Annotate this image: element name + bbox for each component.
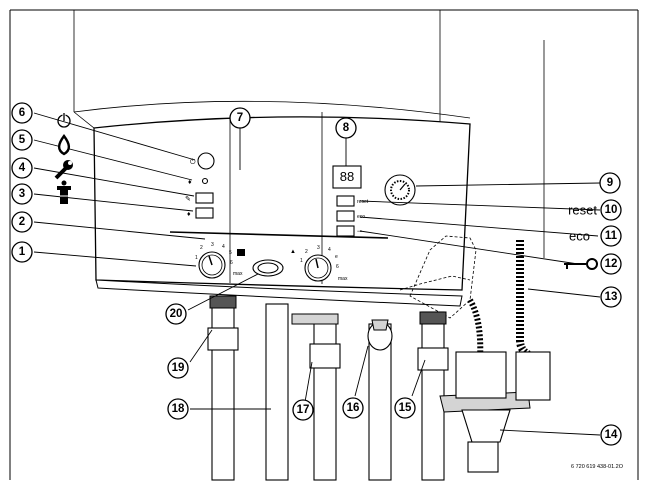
radiator-symbol bbox=[237, 249, 245, 256]
key-lock-button[interactable] bbox=[336, 225, 355, 237]
callout-10-number: 10 bbox=[605, 204, 618, 216]
wrench-symbol: ✎ bbox=[185, 196, 191, 203]
flame-symbol: ♦ bbox=[188, 179, 192, 186]
siphon-funnel bbox=[439, 351, 551, 473]
callout-8: 8 bbox=[335, 117, 357, 139]
callout-4-number: 4 bbox=[19, 162, 26, 174]
knob-right-scale-3: 3 bbox=[317, 245, 320, 251]
callout-6-number: 6 bbox=[19, 107, 25, 119]
callout-2-number: 2 bbox=[19, 216, 25, 228]
reference-code: 6 720 619 438-01.2O bbox=[571, 464, 624, 470]
service-socket bbox=[252, 259, 284, 277]
callout-3: 3 bbox=[11, 183, 33, 205]
callout-4: 4 bbox=[11, 157, 33, 179]
burner-indicator-lamp bbox=[201, 177, 209, 185]
callout-2: 2 bbox=[11, 211, 33, 233]
eco-label: eco bbox=[569, 229, 590, 244]
knob-right-scale-e: e bbox=[335, 254, 338, 260]
callout-20-number: 20 bbox=[170, 308, 183, 320]
callout-13-number: 13 bbox=[605, 291, 618, 303]
callout-9: 9 bbox=[599, 172, 621, 194]
main-switch-symbol: ⏻ bbox=[190, 158, 196, 166]
knob-left-scale-max: max bbox=[233, 271, 243, 277]
control-panel bbox=[93, 112, 471, 307]
eco-button[interactable] bbox=[336, 210, 355, 222]
knob-left-scale-2: 2 bbox=[200, 245, 203, 251]
knob-left-scale-5: 5 bbox=[229, 250, 232, 256]
callout-3-number: 3 bbox=[19, 188, 25, 200]
knob-left-scale-6: 6 bbox=[230, 260, 233, 266]
callout-11: 11 bbox=[600, 225, 622, 247]
callout-17: 17 bbox=[292, 399, 314, 421]
callout-1-number: 1 bbox=[19, 246, 26, 258]
callout-12-number: 12 bbox=[605, 258, 618, 270]
heating-temperature-knob[interactable]: 2 3 4 5 6 max 1 bbox=[195, 242, 245, 279]
flame-icon bbox=[57, 133, 71, 156]
pipe-heating-return bbox=[417, 311, 449, 481]
tap-symbol: ▲ bbox=[290, 249, 296, 255]
knob-left-scale-4: 4 bbox=[222, 244, 225, 250]
reset-button[interactable] bbox=[336, 195, 355, 207]
pipe-heating-flow bbox=[207, 295, 239, 481]
flame-symbol-2: ♦ bbox=[187, 211, 191, 218]
callout-7-number: 7 bbox=[237, 112, 243, 124]
knob-right-scale-1: 1 bbox=[300, 258, 303, 264]
knob-left-scale-3: 3 bbox=[211, 242, 214, 248]
callout-19-number: 19 bbox=[172, 362, 185, 374]
callout-15: 15 bbox=[394, 397, 416, 419]
reset-button-label: reset bbox=[357, 199, 369, 205]
callout-12: 12 bbox=[600, 253, 622, 275]
callout-5-number: 5 bbox=[19, 134, 26, 146]
callout-19: 19 bbox=[167, 357, 189, 379]
bottom-cover-outline bbox=[399, 235, 477, 319]
callout-8-number: 8 bbox=[343, 122, 350, 134]
digital-display bbox=[332, 165, 362, 189]
chimney-sweep-icon bbox=[57, 180, 71, 204]
key-icon bbox=[564, 258, 598, 270]
left-control-column: ⏻ ♦ ✎ ♦ bbox=[185, 152, 215, 219]
callout-17-number: 17 bbox=[297, 404, 310, 416]
callout-14-number: 14 bbox=[605, 429, 618, 441]
hot-water-temperature-knob[interactable]: 2 3 4 e 6 max 1 ▲ bbox=[290, 245, 348, 282]
chimney-sweep-button[interactable] bbox=[195, 207, 214, 219]
callout-6: 6 bbox=[11, 102, 33, 124]
callout-7: 7 bbox=[229, 107, 251, 129]
pipe-gas bbox=[291, 313, 341, 481]
display-digits: 88 bbox=[340, 169, 354, 184]
service-button[interactable] bbox=[195, 192, 214, 204]
knob-right-scale-6: 6 bbox=[336, 264, 339, 270]
callout-13: 13 bbox=[600, 286, 622, 308]
pipe-cold-water bbox=[367, 319, 393, 481]
main-switch[interactable] bbox=[197, 152, 215, 170]
knob-right-scale-max: max bbox=[338, 276, 348, 282]
leader-lines bbox=[33, 112, 601, 436]
callout-16-number: 16 bbox=[347, 402, 360, 414]
callout-18: 18 bbox=[167, 398, 189, 420]
pipe-hot-water bbox=[265, 303, 289, 481]
knob-right-scale-2: 2 bbox=[305, 249, 308, 255]
knob-right-scale-4: 4 bbox=[328, 247, 331, 253]
power-icon bbox=[57, 112, 71, 128]
callout-5: 5 bbox=[11, 129, 33, 151]
callout-15-number: 15 bbox=[399, 402, 412, 414]
callout-16: 16 bbox=[342, 397, 364, 419]
reset-label: reset bbox=[568, 203, 597, 218]
boiler-casing bbox=[73, 10, 545, 258]
callout-14: 14 bbox=[600, 424, 622, 446]
key-lock-symbol: ⊸ bbox=[357, 229, 362, 235]
callout-20: 20 bbox=[165, 303, 187, 325]
callout-1: 1 bbox=[11, 241, 33, 263]
callout-18-number: 18 bbox=[172, 403, 185, 415]
callout-11-number: 11 bbox=[605, 230, 618, 242]
callout-10: 10 bbox=[600, 199, 622, 221]
knob-left-scale-1: 1 bbox=[195, 255, 198, 261]
wrench-icon bbox=[54, 160, 73, 180]
callout-9-number: 9 bbox=[607, 177, 613, 189]
figure-frame bbox=[9, 9, 639, 480]
